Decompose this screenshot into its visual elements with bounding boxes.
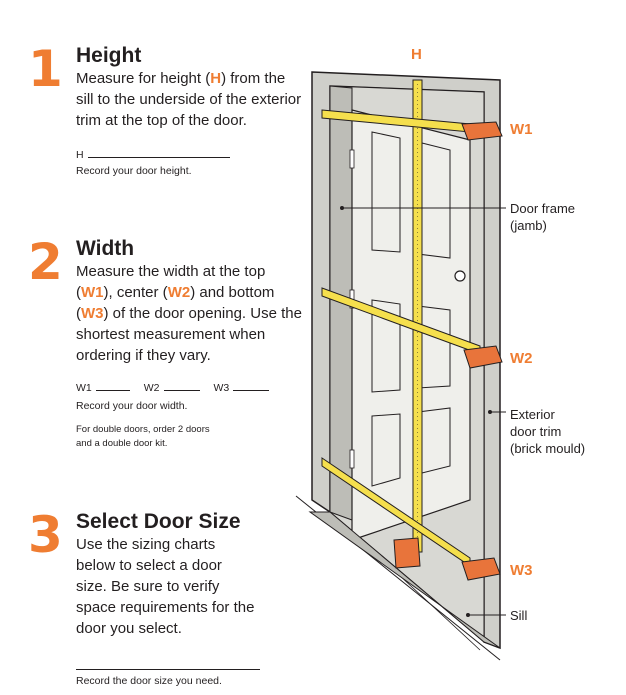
w1-label: W1 bbox=[76, 382, 92, 394]
width-record-text: Record your door width. bbox=[76, 400, 188, 412]
step-number-2: 2 bbox=[28, 233, 63, 291]
w2-label: W2 bbox=[143, 382, 160, 394]
height-record-text: Record your door height. bbox=[76, 165, 192, 177]
hinge-top bbox=[349, 149, 355, 169]
door-panel-mid-left bbox=[371, 299, 401, 393]
step-text-width: Measure the width at the top (W1), cente… bbox=[76, 263, 302, 364]
step-title-width: Width bbox=[76, 237, 135, 260]
label-w2: W2 bbox=[510, 350, 533, 367]
height-field[interactable]: H bbox=[76, 147, 306, 162]
step-number-3: 3 bbox=[28, 506, 63, 564]
step-title-select-size: Select Door Size bbox=[76, 510, 241, 533]
hinge-bottom bbox=[349, 449, 355, 469]
door-sill bbox=[308, 511, 501, 649]
height-field-label: H bbox=[76, 149, 84, 161]
step-number-1: 1 bbox=[28, 40, 63, 98]
w2-blank[interactable] bbox=[163, 380, 200, 391]
tape-case-w3 bbox=[461, 557, 501, 581]
double-door-note: For double doors, order 2 doors and a do… bbox=[76, 424, 210, 449]
step-title-height: Height bbox=[76, 44, 142, 67]
w3-label: W3 bbox=[213, 382, 230, 394]
tape-case-w1 bbox=[461, 121, 503, 141]
door-knob bbox=[454, 270, 466, 282]
w3-blank[interactable] bbox=[233, 380, 270, 391]
door-panel-top-left bbox=[371, 131, 401, 253]
label-sill: Sill bbox=[510, 608, 528, 623]
height-blank[interactable] bbox=[87, 147, 230, 158]
door-size-record-text: Record the door size you need. bbox=[76, 675, 222, 687]
label-h: H bbox=[411, 46, 422, 63]
label-door-frame: Door frame (jamb) bbox=[510, 201, 576, 233]
door-panel-bottom-left bbox=[371, 413, 401, 487]
label-w3: W3 bbox=[510, 562, 533, 579]
width-fields: W1 W2 W3 bbox=[76, 380, 306, 395]
step-text-height: Measure for height (H) from the sill to … bbox=[76, 70, 302, 129]
tape-case-height bbox=[393, 537, 421, 569]
label-w1: W1 bbox=[510, 121, 533, 138]
door-size-blank[interactable] bbox=[76, 659, 260, 670]
step-text-select-size: Use the sizing charts below to select a … bbox=[76, 536, 255, 637]
label-exterior-trim: Exterior door trim (brick mould) bbox=[510, 407, 586, 456]
tape-case-w2 bbox=[463, 345, 503, 369]
w1-blank[interactable] bbox=[95, 380, 130, 391]
